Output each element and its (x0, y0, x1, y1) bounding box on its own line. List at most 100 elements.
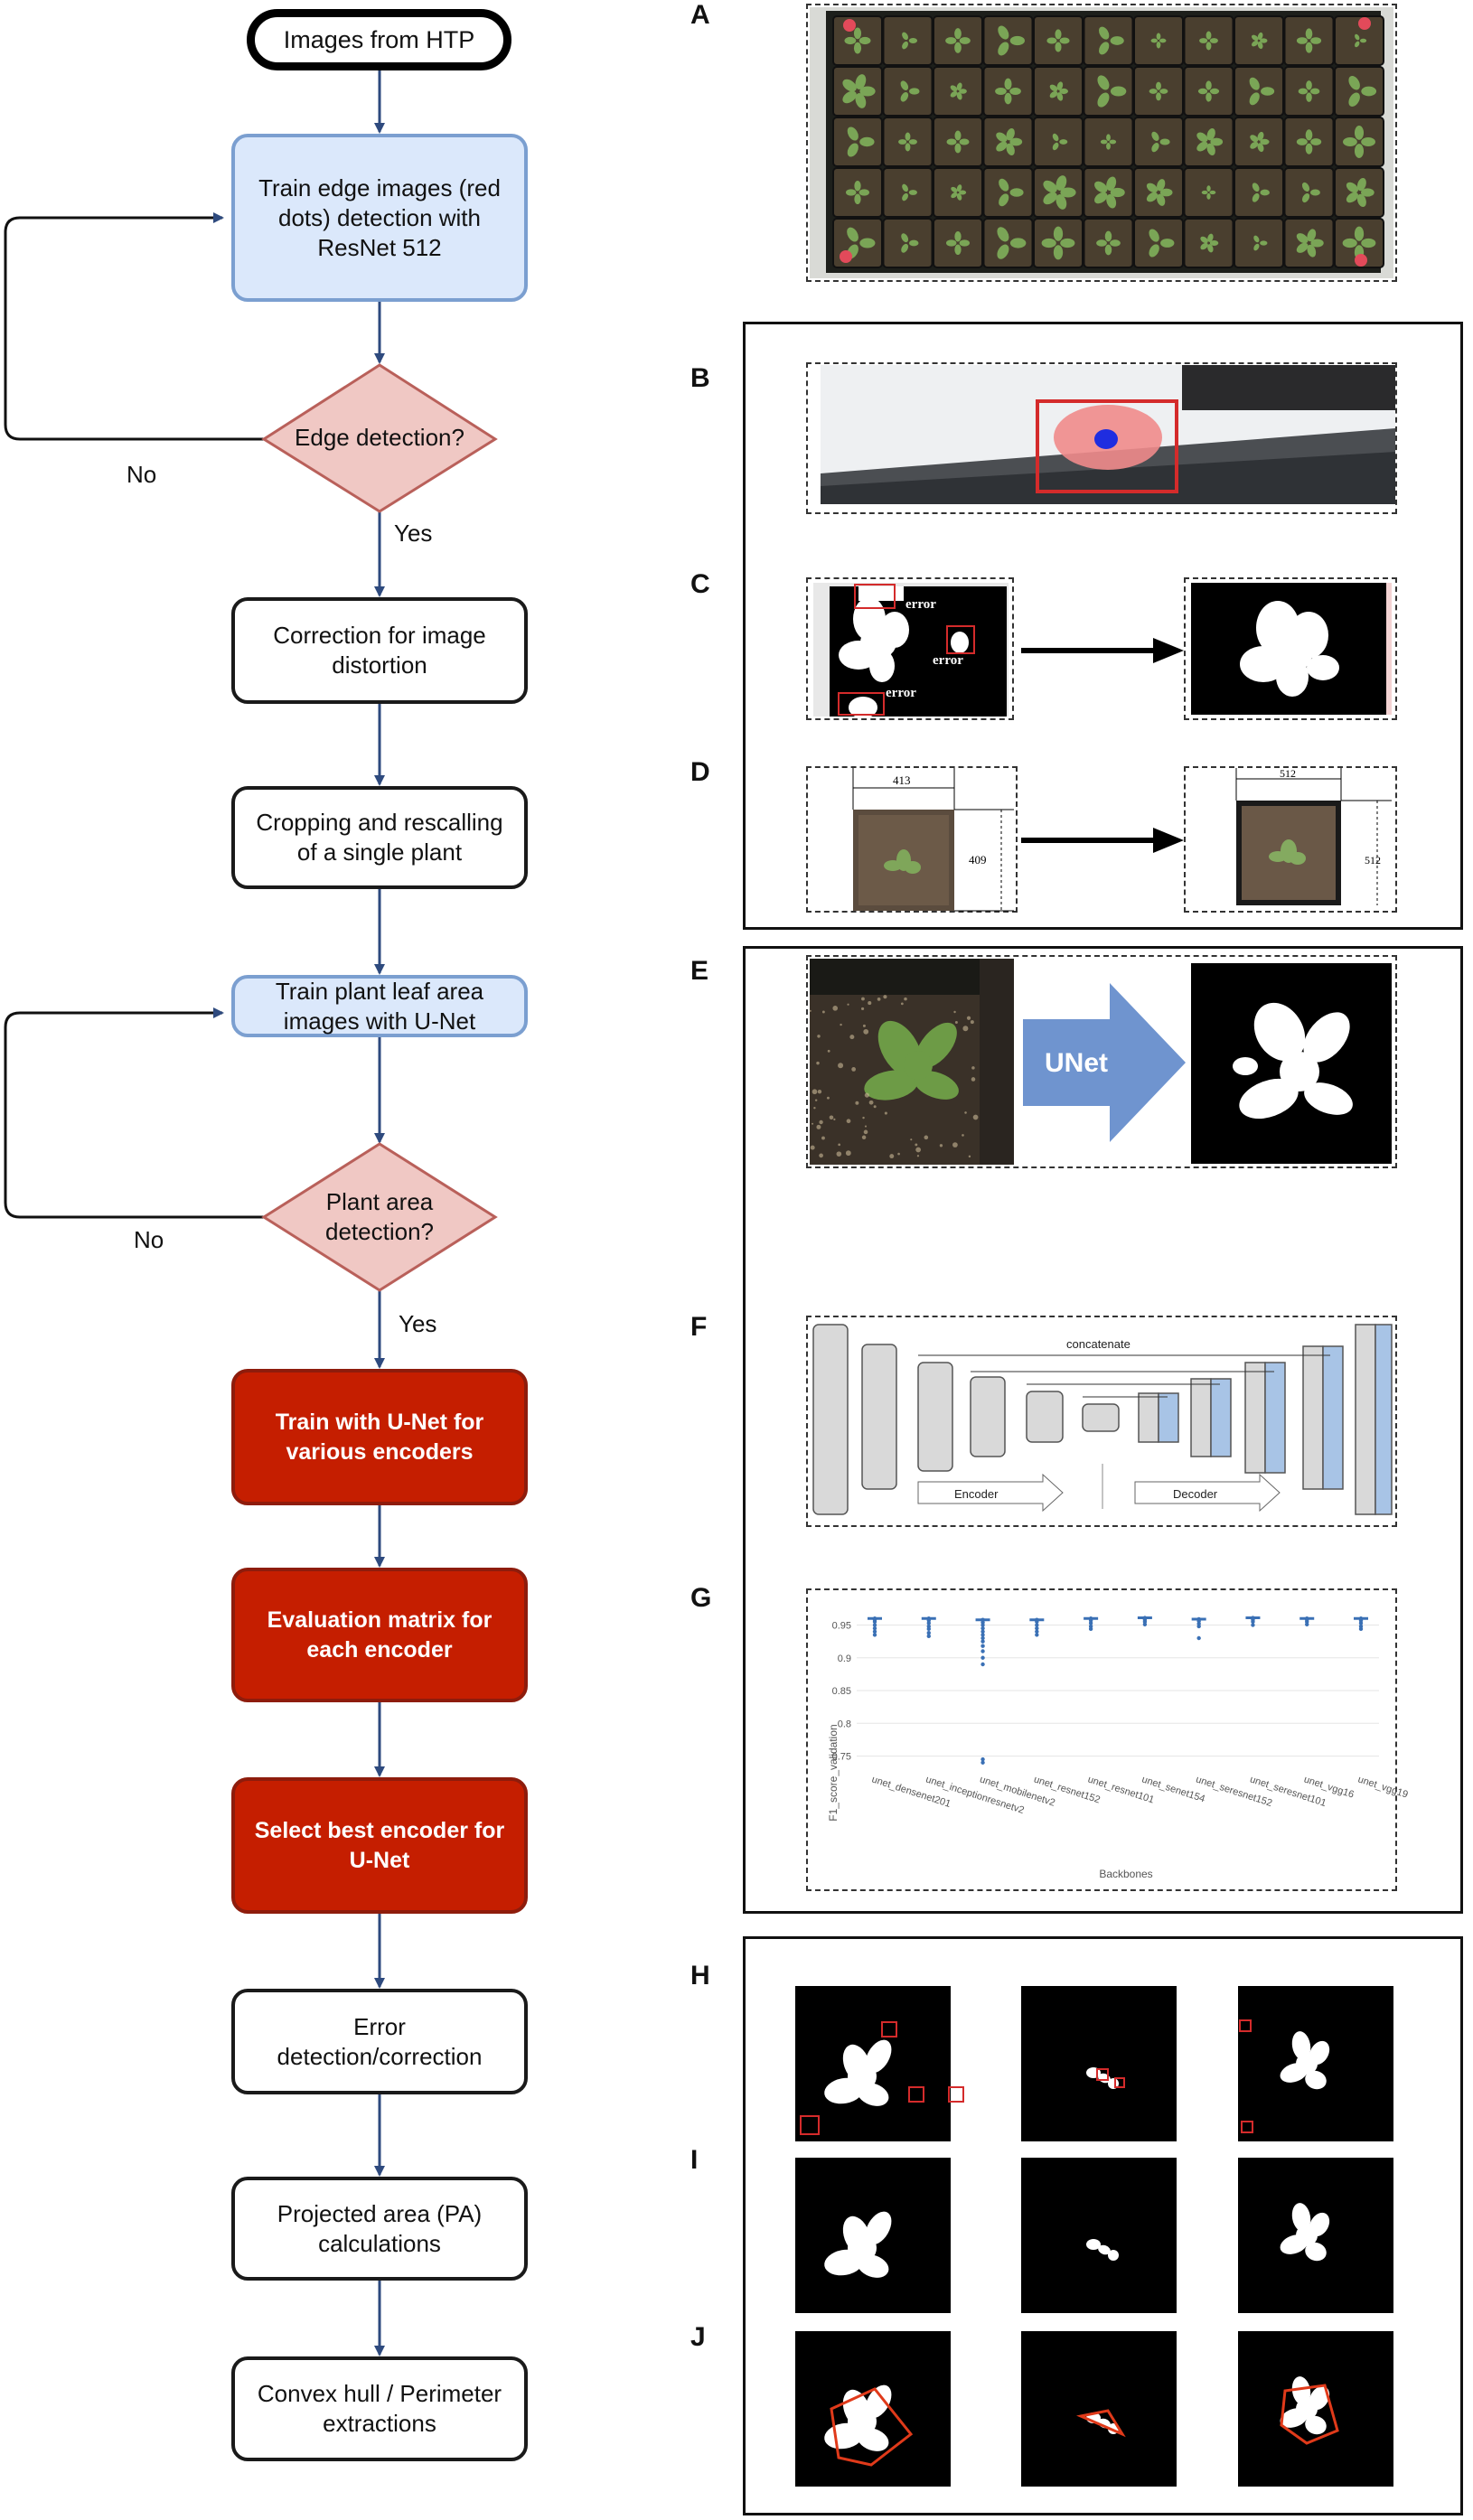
area-decision-label: Plant area detection? (325, 1188, 434, 1245)
panel-label-c: C (690, 569, 710, 599)
panel-d-right-frame (1184, 766, 1397, 913)
error-label-3: error (886, 686, 916, 700)
select-encoder-step: Select best encoder for U-Net (231, 1777, 528, 1914)
chart-point (1142, 1622, 1148, 1626)
edge-training-step: Train edge images (red dots) detection w… (231, 134, 528, 302)
no-label-1: No (127, 461, 157, 488)
panel-d-left-frame (806, 766, 1018, 913)
mask-leaf (848, 2407, 877, 2436)
chart-point (926, 1621, 931, 1625)
chart-point (1251, 1623, 1255, 1627)
encoder-label: Encoder (954, 1487, 999, 1501)
error-correction-step: Error detection/correction (231, 1989, 528, 2094)
cropping-step: Cropping and rescalling of a single plan… (231, 786, 528, 889)
chart-y-tick-label: 0.85 (832, 1686, 851, 1697)
mask-leaf (1291, 2376, 1311, 2405)
mask-leaf (1296, 2053, 1318, 2075)
convex-hull-outline (830, 2387, 914, 2467)
yes-label-2: Yes (399, 1310, 437, 1337)
mask-leaf (848, 2062, 877, 2091)
error-box (1241, 2121, 1253, 2133)
panel-label-h: H (690, 1961, 710, 1991)
leaf-photo (809, 959, 1014, 1165)
panel-frame-bcd (743, 322, 1463, 930)
mask-leaf (1086, 2239, 1101, 2250)
panel-label-g: G (690, 1583, 712, 1613)
error-box (800, 2115, 820, 2135)
panel-c-right-frame (1184, 577, 1397, 720)
convex-hull-step: Convex hull / Perimeter extractions (231, 2356, 528, 2461)
chart-point (926, 1634, 931, 1639)
mask-leaf (1305, 2415, 1327, 2435)
chart-point (1088, 1626, 1093, 1632)
chart-x-axis-label: Backbones (1099, 1868, 1152, 1880)
mask-grid-hij (795, 1986, 1393, 2487)
edge-decision-label: Edge detection? (295, 424, 464, 451)
chart-point (926, 1631, 931, 1635)
panel-label-j: J (690, 2322, 706, 2352)
mask-leaf (1305, 2070, 1327, 2090)
panel-frame-efg (743, 946, 1463, 1914)
chart-point (1196, 1624, 1201, 1629)
mask-leaf (865, 2211, 892, 2245)
red-dot-photo (821, 365, 1395, 504)
unet-architecture: concatenate Encoder Decoder (812, 1324, 1393, 1515)
chart-point (980, 1639, 985, 1644)
mask-leaf (865, 2039, 892, 2074)
error-label-2: error (933, 653, 963, 668)
error-box (1114, 2077, 1125, 2088)
panel-g-frame (806, 1588, 1397, 1891)
panel-label-d: D (690, 757, 710, 787)
chart-y-tick-label: 0.8 (838, 1719, 851, 1729)
chart-y-tick-label: 0.75 (832, 1752, 851, 1763)
chart-point (1035, 1619, 1039, 1625)
convex-hull-outline (1076, 2409, 1126, 2438)
chart-point (1035, 1625, 1039, 1631)
d-right-height-label: 512 (1365, 854, 1381, 867)
flowchart-connectors (4, 69, 498, 2356)
panel-a-frame (806, 4, 1397, 282)
chart-point (980, 1623, 985, 1627)
mask-leaf (1291, 2031, 1311, 2060)
d-left-height-label: 409 (969, 853, 987, 867)
chart-point (980, 1662, 985, 1667)
panel-e-frame (806, 955, 1397, 1168)
chart-y-tick-label: 0.95 (832, 1621, 851, 1632)
chart-point (980, 1635, 985, 1641)
arrow-d (1021, 828, 1184, 853)
error-box (1239, 2019, 1252, 2032)
panel-c-left-frame (806, 577, 1014, 720)
crop-rescaled: 512 512 (1235, 767, 1392, 905)
clean-mask (1191, 583, 1392, 715)
chart-point (980, 1649, 985, 1653)
no-label-2: No (134, 1226, 164, 1253)
encoders-training-step: Train with U-Net for various encoders (231, 1369, 528, 1505)
leaf-training-step: Train plant leaf area images with U-Net (231, 975, 528, 1037)
chart-point (872, 1625, 877, 1631)
tray-photo (810, 7, 1393, 278)
chart-point (872, 1623, 877, 1627)
d-right-width-label: 512 (1280, 767, 1296, 780)
d-left-width-label: 413 (893, 773, 911, 787)
panel-label-f: F (690, 1312, 708, 1342)
unet-arrow-label: UNet (1045, 1048, 1108, 1078)
panel-label-a: A (690, 0, 710, 30)
panel-label-b: B (690, 363, 710, 393)
start-terminal: Images from HTP (247, 9, 511, 70)
mask-leaf (865, 2384, 892, 2419)
panel-label-i: I (690, 2145, 699, 2175)
edge-decision-diamond (261, 363, 498, 513)
chart-point (980, 1625, 985, 1631)
panel-frame-hij (743, 1936, 1463, 2515)
chart-point (1358, 1621, 1364, 1625)
mask-leaf (1291, 2203, 1311, 2232)
panel-b-frame (806, 362, 1397, 514)
chart-point (1251, 1619, 1255, 1625)
mask-leaf (1296, 2225, 1318, 2246)
panel-f-frame (806, 1316, 1397, 1527)
evaluation-step: Evaluation matrix for each encoder (231, 1568, 528, 1702)
chart-point (872, 1619, 877, 1625)
chart-point (1358, 1626, 1364, 1632)
projected-area-step: Projected area (PA) calculations (231, 2177, 528, 2281)
distortion-step: Correction for image distortion (231, 597, 528, 704)
